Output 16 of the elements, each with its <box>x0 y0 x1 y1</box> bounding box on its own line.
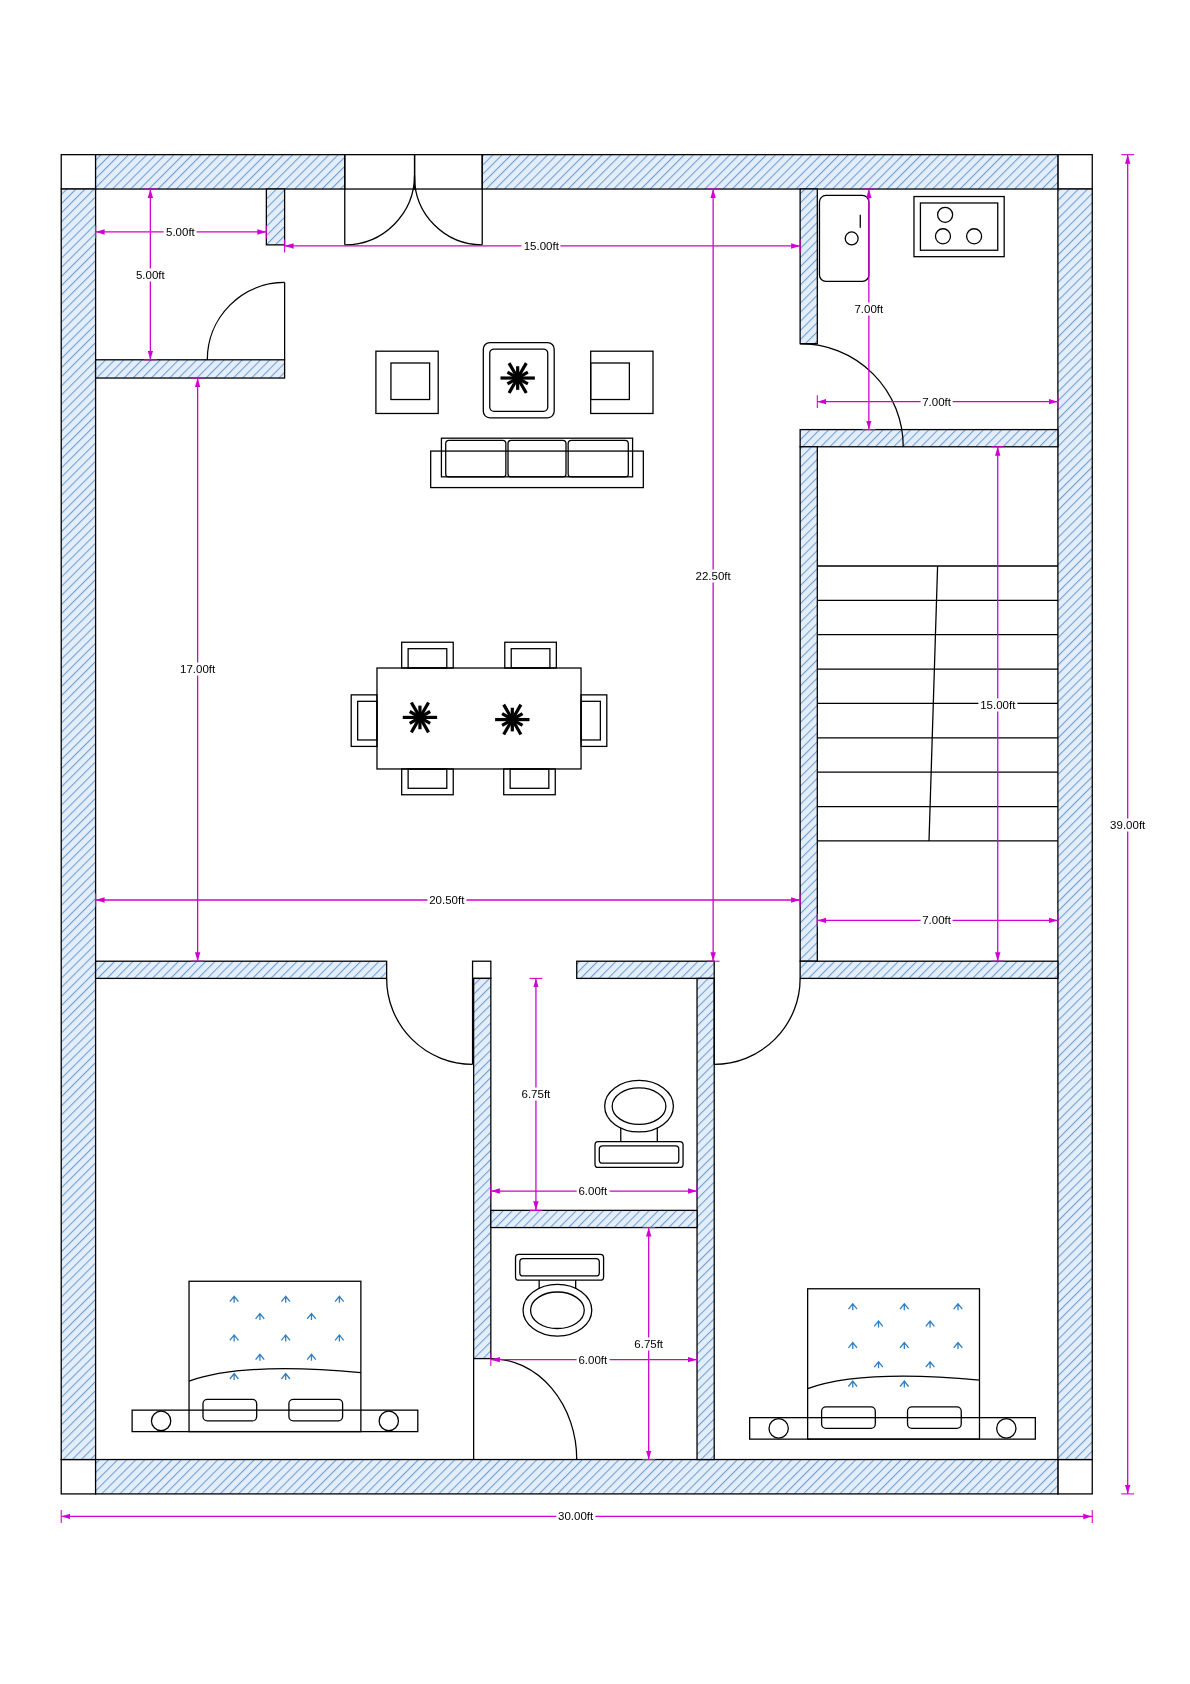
dimension-label: 22.50ft <box>693 569 733 583</box>
dimension-label: 5.00ft <box>133 268 167 282</box>
dimension-label: 6.75ft <box>632 1337 666 1351</box>
dimension-label: 7.00ft <box>920 913 953 927</box>
dimension-label: 6.00ft <box>576 1184 610 1198</box>
dimension-label: 15.00ft <box>521 239 561 253</box>
dimension-label: 17.00ft <box>178 662 218 676</box>
dimension-label: 20.50ft <box>427 893 467 907</box>
dimension-label: 7.00ft <box>852 302 886 316</box>
dimension-label: 7.00ft <box>920 395 953 409</box>
dimension-label: 6.00ft <box>576 1353 610 1367</box>
dimension-label: 30.00ft <box>556 1510 596 1523</box>
dimension-label: 5.00ft <box>164 225 197 239</box>
dimension-label: 6.75ft <box>519 1087 553 1101</box>
dimension-label: 39.00ft <box>1108 818 1148 832</box>
dimension-label: 15.00ft <box>978 698 1018 712</box>
